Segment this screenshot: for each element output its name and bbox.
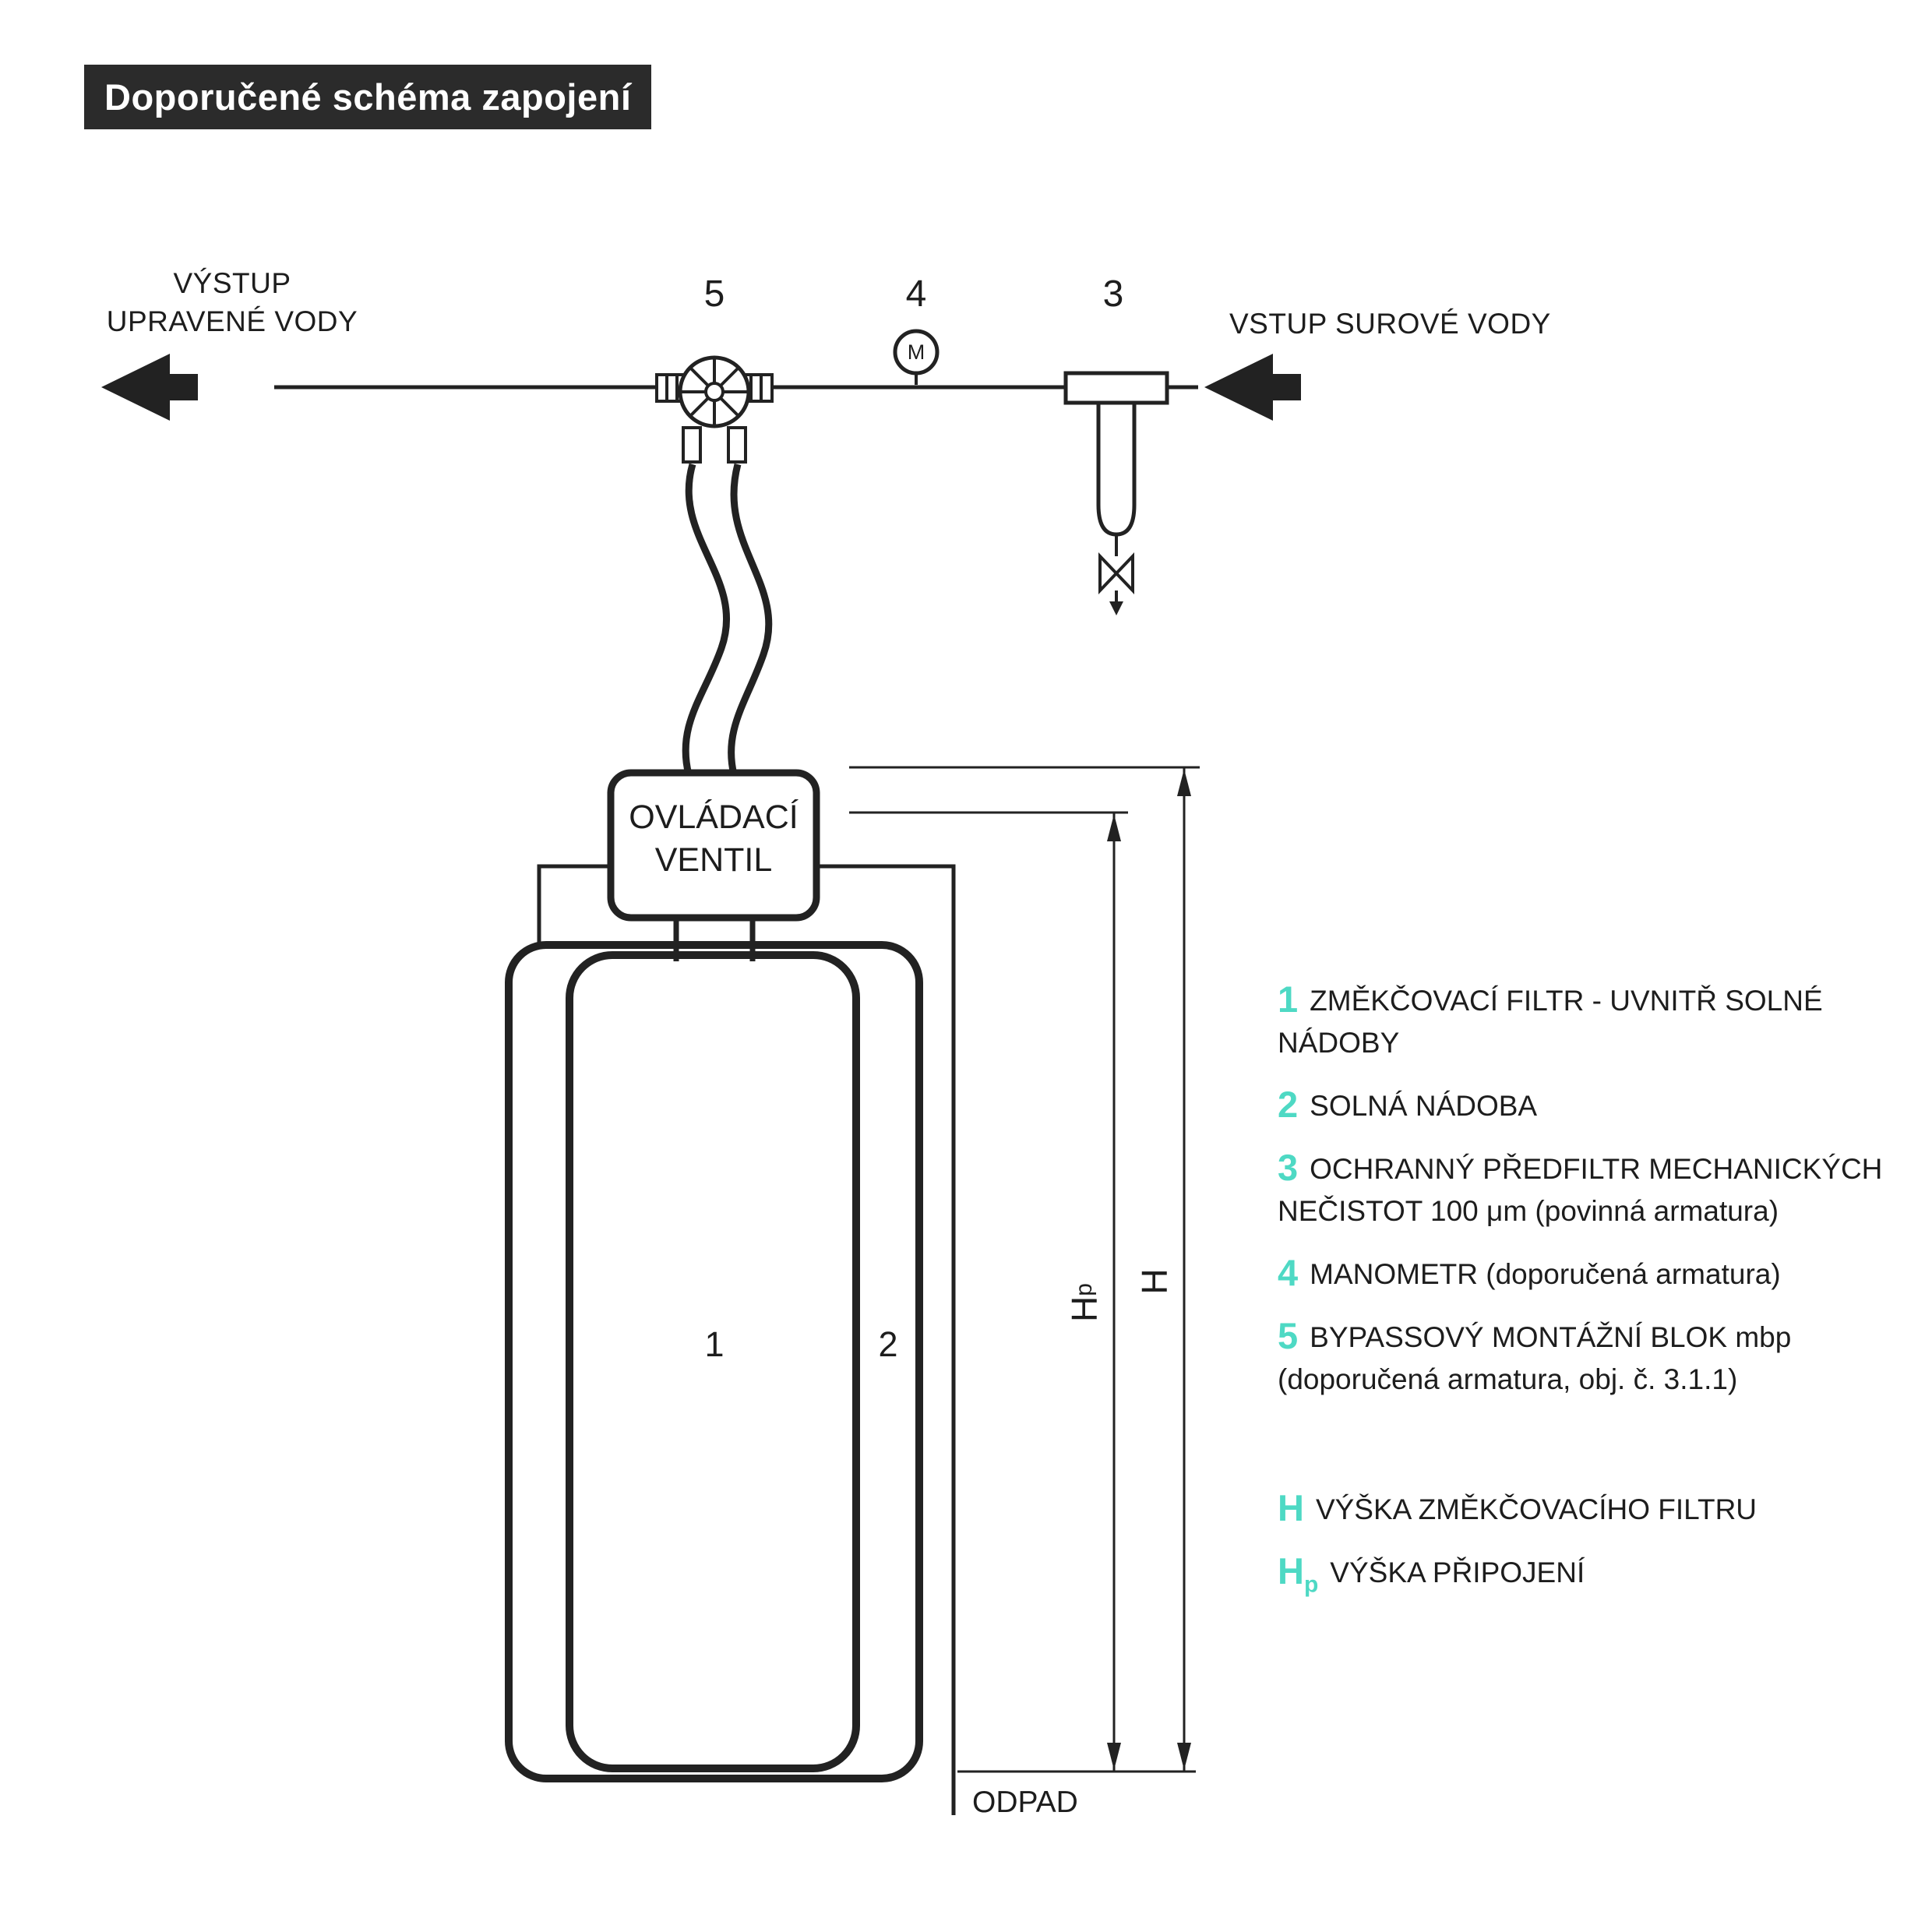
control-valve-body: [607, 769, 820, 922]
valve-neck: [673, 918, 756, 961]
manometer-letter: M: [907, 340, 925, 364]
component-number-3: 3: [1102, 273, 1124, 315]
legend-symbol-hp-sub: p: [1303, 1571, 1319, 1598]
legend-symbol-h: H: [1278, 1487, 1304, 1529]
softener-vessel: [566, 951, 860, 1772]
salt-tank-number: 2: [878, 1324, 898, 1364]
legend-text-5: BYPASSOVÝ MONTÁŽNÍ BLOK mbp (doporučená …: [1278, 1321, 1792, 1396]
softener-vessel-number: 1: [704, 1324, 724, 1364]
inlet-arrow-icon: [1204, 354, 1301, 421]
legend-text-4: MANOMETR (doporučená armatura): [1310, 1258, 1781, 1291]
raw-water-inlet-label: VSTUP SUROVÉ VODY: [1229, 308, 1551, 340]
dimension-lines: [849, 766, 1200, 1773]
tanks: [505, 941, 923, 1782]
dimension-hp-symbol: H: [1064, 1296, 1105, 1322]
dimension-hp-subscript: p: [1071, 1283, 1097, 1296]
legend-symbol-hp-main: H: [1278, 1550, 1304, 1592]
component-number-4: 4: [905, 273, 927, 315]
legend-number-5: 5: [1278, 1315, 1299, 1357]
dimension-h-symbol: H: [1134, 1268, 1175, 1295]
connection-hoses: [682, 463, 773, 776]
legend-item-hp: Hp VÝŠKA PŘIPOJENÍ: [1278, 1552, 1907, 1596]
legend-text-2: SOLNÁ NÁDOBA: [1310, 1090, 1538, 1123]
bypass-block: [655, 355, 774, 464]
manometer: [893, 329, 940, 385]
legend-symbol-hp: Hp: [1278, 1550, 1318, 1596]
dimension-h-label: H: [1130, 1250, 1179, 1313]
legend-text-1: ZMĚKČOVACÍ FILTR - UVNITŘ SOLNÉ NÁDOBY: [1278, 985, 1823, 1059]
drain-valve-icon: [1098, 552, 1119, 594]
legend-number-2: 2: [1278, 1084, 1299, 1126]
legend-text-3: OCHRANNÝ PŘEDFILTR MECHANICKÝCH NEČISTOT…: [1278, 1153, 1883, 1228]
legend-text-h: VÝŠKA ZMĚKČOVACÍHO FILTRU: [1315, 1493, 1757, 1526]
legend-text-hp: VÝŠKA PŘIPOJENÍ: [1330, 1557, 1585, 1589]
component-number-5: 5: [703, 273, 725, 315]
legend-number-4: 4: [1278, 1252, 1299, 1294]
legend-item-2: 2 SOLNÁ NÁDOBA: [1278, 1085, 1907, 1127]
legend-number-3: 3: [1278, 1147, 1299, 1189]
prefilter: [1063, 371, 1169, 615]
treated-water-outlet-label: VÝSTUP UPRAVENÉ VODY: [106, 267, 358, 337]
legend-spacer: [1278, 1422, 1907, 1489]
page-title: Doporučené schéma zapojení: [84, 65, 652, 129]
legend-item-4: 4 MANOMETR (doporučená armatura): [1278, 1253, 1907, 1296]
drain-label: ODPAD: [972, 1786, 1078, 1819]
legend-item-h: H VÝŠKA ZMĚKČOVACÍHO FILTRU: [1278, 1489, 1907, 1531]
control-valve-label: OVLÁDACÍ VENTIL: [629, 799, 799, 880]
outlet-arrow-icon: [101, 354, 198, 421]
legend-number-1: 1: [1278, 978, 1299, 1020]
